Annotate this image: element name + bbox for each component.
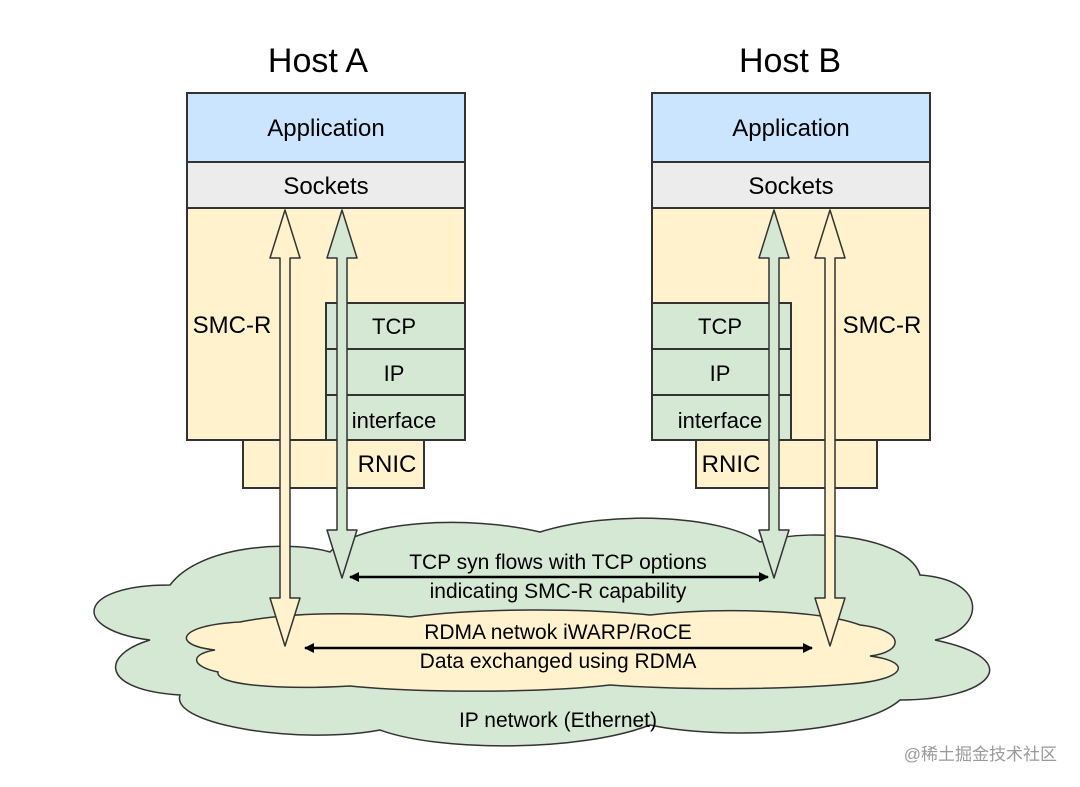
- host-a-application-box: [186, 92, 466, 163]
- host-b-interface-box: [651, 394, 792, 441]
- host-b-interface-label: interface: [678, 408, 762, 433]
- host-a-ip-label: IP: [384, 361, 405, 386]
- ip-network-label: IP network (Ethernet): [459, 709, 657, 732]
- host-b-ip-box: [651, 348, 792, 396]
- host-b-application-box: [651, 92, 931, 163]
- host-a-interface-box: [325, 394, 466, 441]
- host-a-ip-box: [325, 348, 466, 396]
- host-b-tcp-label: TCP: [698, 314, 742, 339]
- host-b-application-label: Application: [732, 115, 849, 142]
- host-b-smc-arrow: [814, 209, 846, 647]
- tcp-flow-label-line2: indicating SMC-R capability: [430, 580, 687, 603]
- host-a-sockets-label: Sockets: [283, 173, 368, 200]
- rdma-flow-label-line1: RDMA netwok iWARP/RoCE: [424, 621, 692, 644]
- host-b-sockets-box: [651, 161, 931, 209]
- host-a-title: Host A: [268, 42, 368, 80]
- host-b-rnic-label: RNIC: [702, 451, 761, 478]
- host-b-rnic-box: [695, 439, 878, 489]
- host-a-application-label: Application: [267, 115, 384, 142]
- host-b-tcp-arrow: [758, 209, 790, 579]
- host-a-rnic-box: [242, 439, 425, 489]
- tcp-flow-label-line1: TCP syn flows with TCP options: [409, 551, 707, 574]
- host-a-interface-label: interface: [352, 408, 436, 433]
- host-a-tcp-box: [325, 302, 466, 350]
- host-a-tcp-label: TCP: [372, 314, 416, 339]
- host-a-smc-arrow: [269, 209, 301, 647]
- host-a-smc-label: SMC-R: [193, 312, 272, 339]
- rdma-flow-label-line2: Data exchanged using RDMA: [420, 650, 697, 673]
- host-b-tcp-box: [651, 302, 792, 350]
- host-b-ip-label: IP: [710, 361, 731, 386]
- host-a-tcp-arrow: [326, 209, 358, 579]
- host-b-sockets-label: Sockets: [748, 173, 833, 200]
- host-a-rnic-label: RNIC: [358, 451, 417, 478]
- host-b-title: Host B: [739, 42, 841, 80]
- watermark-text: @稀土掘金技术社区: [904, 745, 1057, 764]
- host-b-smc-label: SMC-R: [843, 312, 922, 339]
